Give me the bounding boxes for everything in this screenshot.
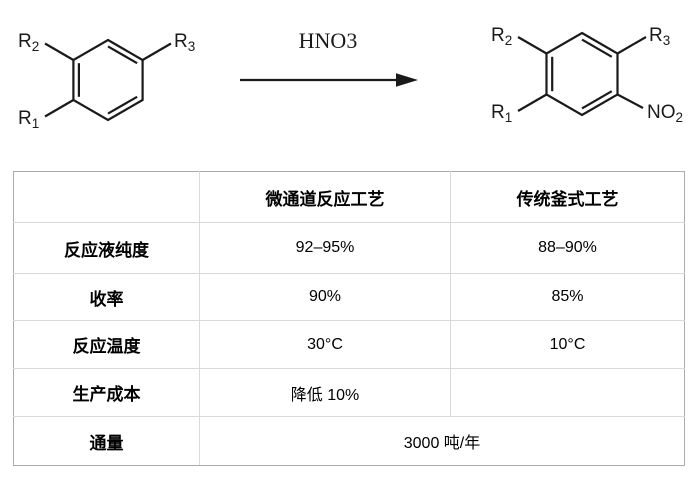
yield-micro-value: 90% bbox=[199, 273, 451, 321]
product-no2-label: NO2 bbox=[647, 102, 683, 125]
table-row: 反应液纯度 92–95% 88–90% bbox=[13, 222, 685, 274]
reactant-bond-r1 bbox=[44, 99, 74, 118]
product-molecule: R2 R1 R3 NO2 bbox=[491, 25, 683, 125]
row-label-temperature: 反应温度 bbox=[13, 320, 200, 369]
table-header-row: 微通道反应工艺 传统釜式工艺 bbox=[13, 171, 685, 223]
reagent-label: HNO3 bbox=[299, 28, 358, 53]
comparison-table: 微通道反应工艺 传统釜式工艺 反应液纯度 92–95% 88–90% 收率 90… bbox=[13, 171, 685, 466]
product-double-bond-1 bbox=[581, 38, 613, 58]
temperature-micro-value: 30°C bbox=[199, 320, 451, 369]
row-label-yield: 收率 bbox=[13, 273, 200, 321]
cost-traditional-value bbox=[450, 368, 685, 417]
table-row: 收率 90% 85% bbox=[13, 273, 685, 321]
reactant-ring bbox=[72, 38, 144, 122]
product-bond-r1 bbox=[517, 93, 548, 112]
table-row: 通量 3000 吨/年 bbox=[13, 416, 685, 466]
temperature-traditional-value: 10°C bbox=[450, 320, 685, 369]
reactant-r3-label: R3 bbox=[174, 31, 195, 54]
purity-micro-value: 92–95% bbox=[199, 222, 451, 274]
reactant-bond-r2 bbox=[44, 42, 74, 61]
row-label-throughput: 通量 bbox=[13, 416, 200, 466]
row-label-purity: 反应液纯度 bbox=[13, 222, 200, 274]
header-microchannel: 微通道反应工艺 bbox=[199, 171, 451, 223]
process-comparison-table: 微通道反应工艺 传统釜式工艺 反应液纯度 92–95% 88–90% 收率 90… bbox=[13, 171, 685, 466]
header-empty-cell bbox=[13, 171, 200, 223]
reactant-molecule: R2 R1 R3 bbox=[18, 31, 195, 131]
arrow-head bbox=[396, 73, 418, 87]
product-bond-no2 bbox=[616, 93, 644, 109]
table-row: 生产成本 降低 10% bbox=[13, 368, 685, 417]
product-ring bbox=[545, 31, 619, 117]
throughput-merged-value: 3000 吨/年 bbox=[199, 416, 685, 466]
reactant-bond-r3 bbox=[142, 42, 172, 61]
reactant-r2-label: R2 bbox=[18, 31, 39, 54]
reaction-scheme: R2 R1 R3 HNO3 R2 R1 R3 NO2 bbox=[18, 25, 683, 131]
product-r1-label: R1 bbox=[491, 102, 512, 125]
purity-traditional-value: 88–90% bbox=[450, 222, 685, 274]
reactant-r1-label: R1 bbox=[18, 108, 39, 131]
reactant-double-bond-3 bbox=[107, 95, 138, 115]
cost-micro-value: 降低 10% bbox=[199, 368, 451, 417]
yield-traditional-value: 85% bbox=[450, 273, 685, 321]
product-r2-label: R2 bbox=[491, 25, 512, 48]
product-bond-r2 bbox=[517, 36, 548, 55]
product-bond-r3 bbox=[616, 36, 647, 55]
row-label-cost: 生产成本 bbox=[13, 368, 200, 417]
product-r3-label: R3 bbox=[649, 25, 670, 48]
reaction-arrow bbox=[240, 73, 418, 87]
table-row: 反应温度 30°C 10°C bbox=[13, 320, 685, 369]
header-traditional: 传统釜式工艺 bbox=[450, 171, 685, 223]
product-double-bond-3 bbox=[581, 90, 613, 110]
reactant-double-bond-1 bbox=[107, 45, 138, 65]
